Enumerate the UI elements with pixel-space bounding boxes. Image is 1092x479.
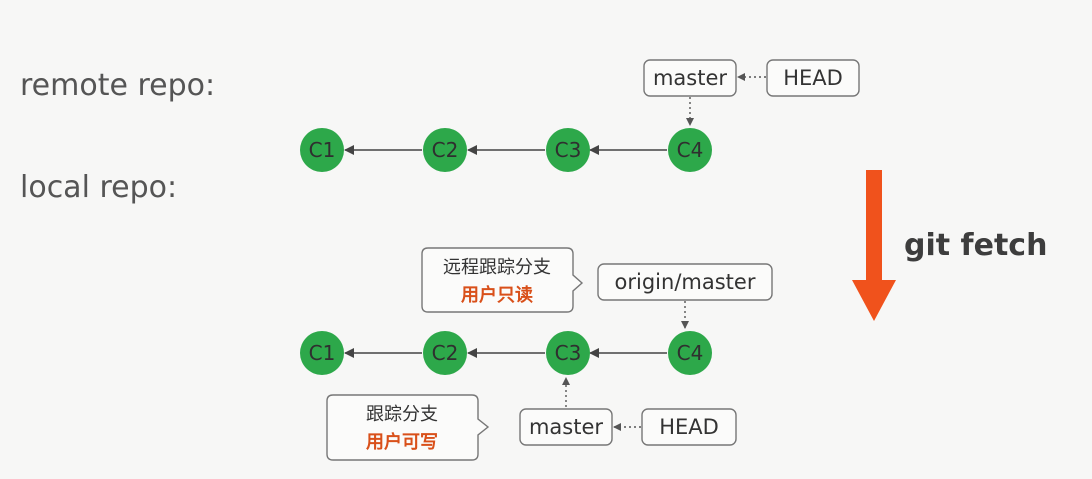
remote-commit-c2: C2 [423, 128, 467, 172]
remote-commit-c4: C4 [668, 128, 712, 172]
remote-commit-c1: C1 [300, 128, 344, 172]
remote-tracking-note-line1: 远程跟踪分支 [443, 257, 551, 278]
remote-head-box: HEAD [766, 59, 860, 97]
local-head-box: HEAD [641, 408, 737, 446]
local-commit-c4: C4 [668, 331, 712, 375]
remote-commit-c4-label: C4 [677, 138, 704, 162]
remote-tracking-note: 远程跟踪分支 用户只读 [421, 247, 584, 313]
git-fetch-arrow [852, 170, 896, 321]
remote-master-box: master [643, 59, 737, 97]
local-commit-c3-label: C3 [555, 341, 582, 365]
remote-commit-c3-label: C3 [555, 138, 582, 162]
origin-master-label: origin/master [615, 270, 756, 294]
tracking-branch-note-line2: 用户可写 [366, 431, 438, 453]
local-commit-c1: C1 [300, 331, 344, 375]
remote-commit-c2-label: C2 [432, 138, 459, 162]
tracking-branch-note: 跟踪分支 用户可写 [326, 394, 490, 461]
remote-commit-c1-label: C1 [309, 138, 336, 162]
remote-tracking-note-line2: 用户只读 [461, 284, 533, 306]
local-master-label: master [529, 415, 603, 439]
local-repo-label: local repo: [20, 170, 178, 205]
remote-commit-c3: C3 [546, 128, 590, 172]
remote-master-label: master [653, 66, 727, 90]
local-commit-c1-label: C1 [309, 341, 336, 365]
local-master-box: master [519, 408, 613, 446]
local-commit-c4-label: C4 [677, 341, 704, 365]
local-commit-c2: C2 [423, 331, 467, 375]
tracking-branch-note-line1: 跟踪分支 [366, 404, 438, 425]
git-fetch-label: git fetch [904, 228, 1048, 263]
local-commit-c2-label: C2 [432, 341, 459, 365]
local-head-label: HEAD [659, 415, 719, 439]
remote-repo-label: remote repo: [20, 68, 216, 103]
remote-head-label: HEAD [783, 66, 843, 90]
origin-master-box: origin/master [597, 263, 773, 301]
local-commit-c3: C3 [546, 331, 590, 375]
